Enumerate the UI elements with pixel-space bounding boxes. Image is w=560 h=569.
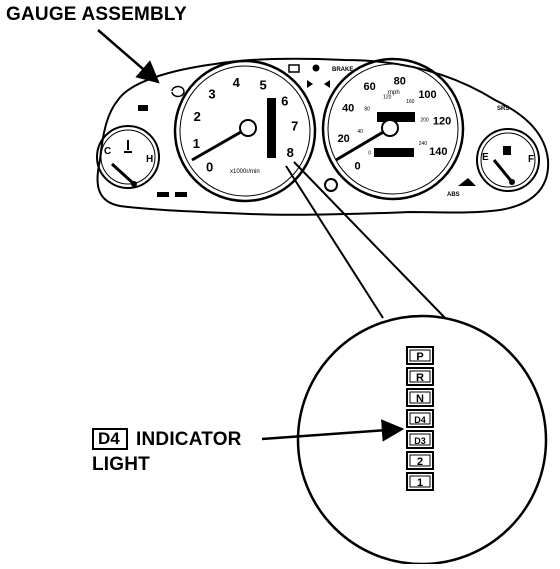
speedometer-inner-tick-label: 200 xyxy=(420,118,429,124)
speedometer-tick-label: 20 xyxy=(338,133,350,145)
temp-needle xyxy=(110,162,136,186)
tachometer-tick-label: 0 xyxy=(206,159,213,174)
d4-box-text: D4 xyxy=(98,429,120,448)
gear-indicator-2: 2 xyxy=(406,451,434,470)
tachometer-tick-labels: 01 23 4 567 8 xyxy=(193,75,299,175)
fuel-pump-icon xyxy=(503,146,511,155)
d4-indicator-arrow xyxy=(261,419,405,442)
speedometer-inner-tick-labels: 0 40 80 120 160 200 240 xyxy=(357,95,429,157)
tachometer-tick-label: 5 xyxy=(259,77,266,92)
speedometer-tick-label: 140 xyxy=(429,146,447,158)
gear-indicator-label: D4 xyxy=(414,415,426,425)
temp-gauge-high-label: H xyxy=(146,154,153,165)
speedometer-inner-tick-label: 0 xyxy=(368,150,371,156)
fuel-gauge-high-label: F xyxy=(528,154,534,165)
tachometer-unit-label: x1000r/min xyxy=(230,169,260,175)
speedometer-tick-label: 60 xyxy=(363,81,375,93)
door-open-icon xyxy=(458,178,476,186)
gauge-assembly-label: GAUGE ASSEMBLY xyxy=(6,4,187,25)
speedometer-tick-label: 80 xyxy=(394,76,406,88)
speedometer-unit-label: mph xyxy=(388,90,400,96)
gear-indicator-label: D3 xyxy=(414,436,426,446)
gear-indicator-1: 1 xyxy=(406,472,434,491)
gauge-assembly-arrow xyxy=(97,29,160,84)
speedometer-tick-label: 100 xyxy=(418,89,436,101)
tachometer: 01 23 4 567 8 x1000r/min xyxy=(173,59,317,203)
gear-indicator-label: 1 xyxy=(417,477,423,489)
callout-line-right xyxy=(293,161,448,321)
seatbelt-icon xyxy=(138,105,148,111)
thermometer-icon xyxy=(124,140,132,153)
speedometer: 0 20 40 60 80 100 120 140 0 40 80 120 160 200 240 mph xyxy=(321,57,465,201)
warning-lights: BRAKE SRS ABS xyxy=(138,64,509,198)
tachometer-tick-label: 7 xyxy=(291,119,298,134)
speedometer-inner-tick-label: 160 xyxy=(406,99,415,105)
speedometer-inner-tick-label: 80 xyxy=(364,107,370,113)
high-beam-icon xyxy=(171,85,185,98)
tachometer-tick-label: 3 xyxy=(208,86,215,101)
light-label: LIGHT xyxy=(92,454,150,475)
gear-indicator-label: P xyxy=(416,351,423,363)
temp-gauge-low-label: C xyxy=(104,146,111,157)
maintenance-icon xyxy=(157,192,169,197)
tachometer-tick-label: 1 xyxy=(193,136,200,151)
d4-box-label: D4 xyxy=(92,428,128,450)
brake-warning-label: BRAKE xyxy=(332,67,353,73)
oil-pressure-icon xyxy=(312,64,320,72)
callout-line-left xyxy=(285,165,384,319)
gear-indicator-label: N xyxy=(416,393,424,405)
tachometer-tick-label: 4 xyxy=(233,75,241,90)
turn-left-arrow-icon xyxy=(307,80,313,88)
speedometer-needle xyxy=(335,126,391,162)
cluster-housing xyxy=(96,57,550,216)
gear-indicator-label: 2 xyxy=(417,456,423,468)
srs-warning-label: SRS xyxy=(497,106,509,112)
gear-indicator-r: R xyxy=(406,367,434,386)
speedometer-tick-label: 40 xyxy=(342,103,354,115)
speedometer-tick-labels: 0 20 40 60 80 100 120 140 xyxy=(338,76,452,173)
tachometer-tick-label: 8 xyxy=(287,145,294,160)
trip-reset-knob xyxy=(324,178,338,192)
tachometer-redline xyxy=(267,98,276,158)
gear-indicator-d4: D4 xyxy=(406,409,434,428)
fuel-gauge: E F xyxy=(476,128,540,192)
speedometer-inner-tick-label: 40 xyxy=(357,129,363,135)
abs-warning-label: ABS xyxy=(447,192,460,198)
indicator-label: INDICATOR xyxy=(136,429,242,450)
odometer-display xyxy=(377,112,415,122)
fuel-gauge-low-label: E xyxy=(482,152,489,163)
gear-indicator-p: P xyxy=(406,346,434,365)
turn-right-arrow-icon xyxy=(324,80,330,88)
tachometer-rim xyxy=(173,59,317,203)
speedometer-inner-tick-label: 240 xyxy=(419,141,428,147)
temperature-gauge: C H xyxy=(96,125,160,189)
cruise-icon xyxy=(175,192,187,197)
speedometer-inner-tick-label: 120 xyxy=(383,95,392,101)
fuel-needle xyxy=(492,159,514,183)
speedometer-rim xyxy=(321,57,465,201)
tachometer-tick-label: 2 xyxy=(194,109,201,124)
speedometer-tick-label: 120 xyxy=(433,116,451,128)
gear-indicator-d3: D3 xyxy=(406,430,434,449)
gear-indicator-label: R xyxy=(416,372,424,384)
battery-icon xyxy=(288,64,300,73)
gear-indicator-n: N xyxy=(406,388,434,407)
tachometer-tick-label: 6 xyxy=(281,94,288,109)
tachometer-needle xyxy=(191,126,249,162)
trip-display xyxy=(374,148,414,157)
speedometer-tick-label: 0 xyxy=(355,160,361,172)
